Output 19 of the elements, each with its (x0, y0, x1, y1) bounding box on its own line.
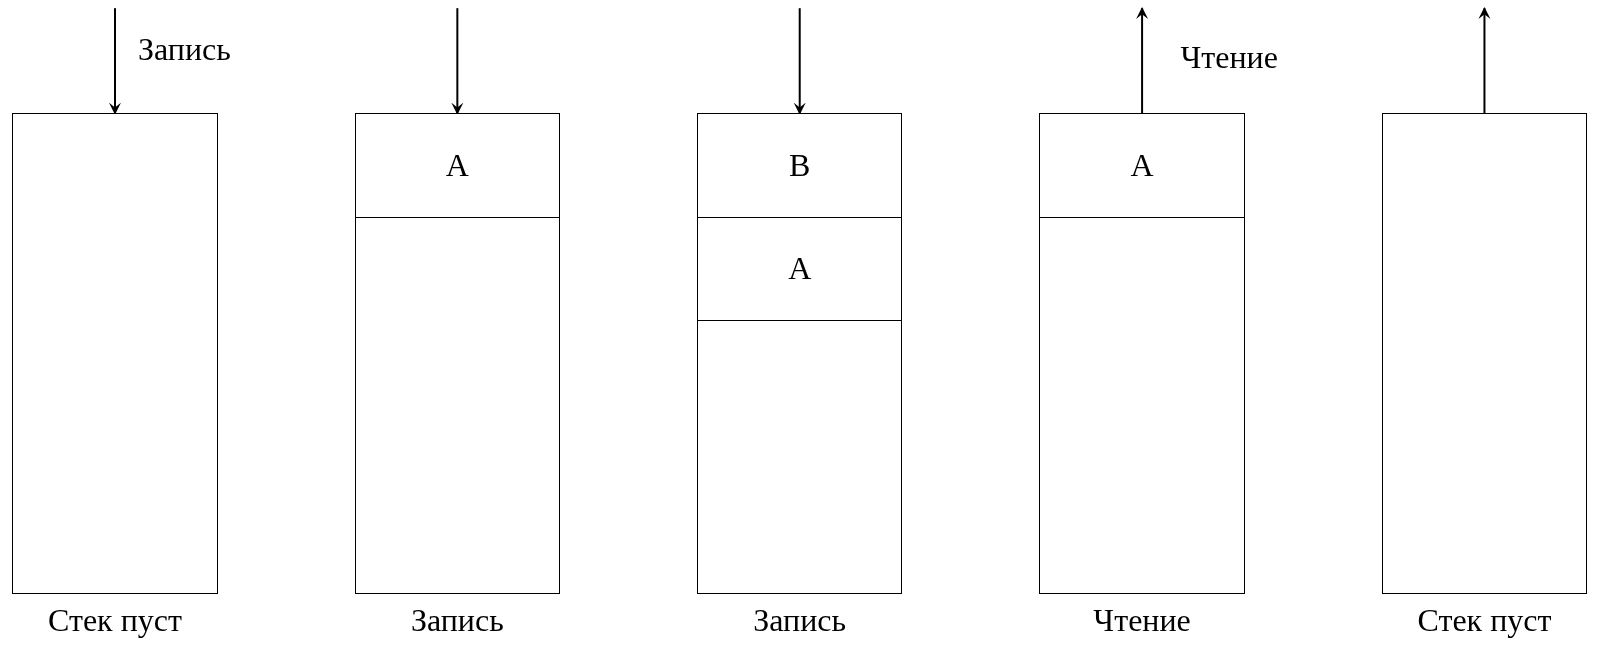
stack-box (354, 113, 561, 594)
stack-cell: A (355, 114, 560, 218)
stack-caption: Стек пуст (48, 601, 182, 639)
stack-caption: Чтение (1093, 601, 1191, 639)
stack-box (1039, 113, 1245, 594)
stack-box (12, 113, 218, 594)
stack-cell: A (698, 217, 902, 321)
stack-caption: Стек пуст (1417, 601, 1552, 639)
arrow (451, 7, 464, 115)
stack-cell: B (698, 114, 902, 218)
arrow (1478, 7, 1491, 115)
stack-cell: A (1040, 114, 1244, 218)
arrow (108, 7, 121, 115)
arrow (793, 7, 806, 115)
arrow (1136, 7, 1149, 115)
stack-caption: Запись (410, 601, 504, 639)
stack-box (1381, 113, 1588, 594)
stack-box (697, 113, 903, 594)
stack-caption: Запись (753, 601, 847, 639)
